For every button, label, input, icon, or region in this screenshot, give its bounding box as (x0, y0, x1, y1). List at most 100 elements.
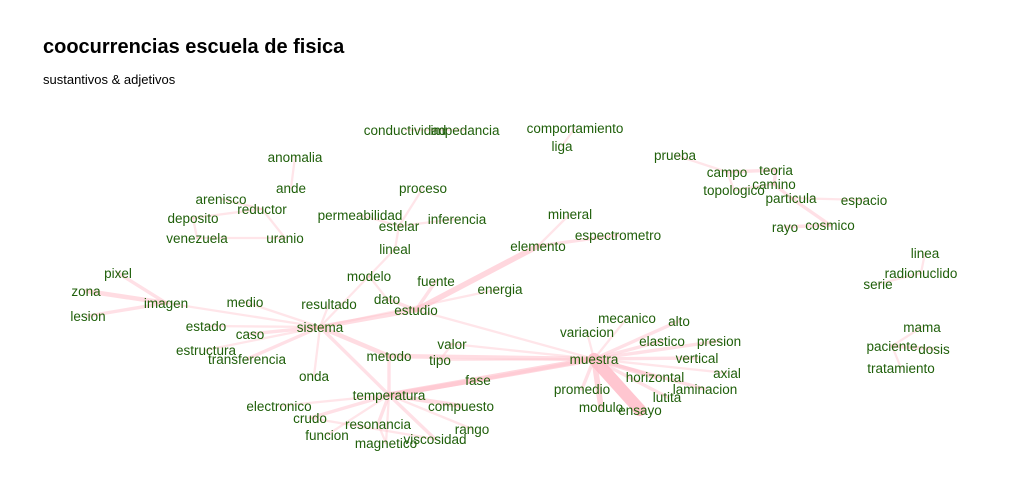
node-label-reductor: reductor (237, 202, 287, 217)
node-label-estructura: estructura (176, 343, 237, 358)
node-label-mama: mama (903, 320, 941, 335)
edge-temperatura-funcion (325, 393, 391, 437)
node-label-resonancia: resonancia (345, 417, 412, 432)
node-label-alto: alto (668, 314, 690, 329)
edge-valor-tipo (438, 342, 454, 362)
edge-particula-cosmico (789, 196, 832, 227)
node-label-estudio: estudio (394, 303, 438, 318)
node-label-pixel: pixel (104, 266, 132, 281)
node-label-permeabilidad: permeabilidad (318, 208, 403, 223)
edge-pixel-imagen (116, 271, 168, 305)
edge-prueba-campo (673, 153, 729, 174)
edge-sistema-estado (204, 324, 322, 329)
edge-muestra-alto (592, 319, 681, 361)
node-label-conductividad: conductividad (364, 123, 447, 138)
node-label-elemento: elemento (510, 239, 566, 254)
edge-temperatura-crudo (308, 393, 391, 420)
node-label-modulo: modulo (579, 400, 623, 415)
node-label-mineral: mineral (548, 207, 592, 222)
node-label-arenisco: arenisco (195, 192, 246, 207)
node-label-zona: zona (71, 284, 101, 299)
node-label-medio: medio (227, 295, 264, 310)
node-label-linea: linea (911, 246, 940, 261)
edge-arenisco-reductor (219, 197, 264, 211)
edge-temperatura-muestra (386, 356, 597, 398)
node-label-tipo: tipo (429, 353, 451, 368)
edge-paciente-dosis (890, 344, 936, 351)
edge-viscosidad-crudo (308, 416, 437, 441)
node-label-imagen: imagen (144, 296, 188, 311)
node-label-inferencia: inferencia (428, 212, 487, 227)
edge-particula-espacio (789, 196, 866, 202)
node-label-laminacion: laminacion (673, 382, 738, 397)
node-label-modelo: modelo (347, 269, 391, 284)
node-label-promedio: promedio (554, 382, 610, 397)
edge-camino-topologico (732, 182, 776, 192)
node-label-mecanico: mecanico (598, 311, 656, 326)
edge-linea-radionuclido (919, 251, 927, 275)
node-label-radionuclido: radionuclido (885, 266, 958, 281)
edge-sistema-onda (312, 325, 322, 378)
node-label-temperatura: temperatura (353, 388, 426, 403)
node-label-estado: estado (186, 319, 227, 334)
edge-inferencia-estelar (397, 217, 459, 228)
node-label-fase: fase (465, 373, 491, 388)
node-label-axial: axial (713, 366, 741, 381)
node-label-particula: particula (765, 191, 817, 206)
node-label-fuente: fuente (417, 274, 455, 289)
edge-radionuclido-serie (876, 271, 923, 286)
edge-paciente-tratamiento (890, 344, 903, 370)
node-label-funcion: funcion (305, 428, 349, 443)
node-label-estelar: estelar (379, 219, 420, 234)
edge-temperatura-viscosidad (387, 393, 437, 441)
node-label-liga: liga (551, 139, 573, 154)
edge-temperatura-rango (387, 393, 474, 431)
edge-muestra-laminacion (592, 357, 707, 391)
node-label-rayo: rayo (772, 220, 798, 235)
node-label-proceso: proceso (399, 181, 447, 196)
edge-elemento-espectrometro (536, 233, 620, 248)
edge-rayo-cosmico (783, 223, 832, 229)
node-label-dosis: dosis (918, 342, 950, 357)
node-label-caso: caso (236, 327, 265, 342)
edge-anomalia-ande (289, 155, 297, 190)
node-label-comportamiento: comportamiento (527, 121, 624, 136)
edge-muestra-horizontal (591, 356, 658, 380)
edge-proceso-estelar (397, 186, 425, 228)
node-label-electronico: electronico (246, 399, 311, 414)
edge-temperatura-resonancia (376, 393, 391, 426)
edge-muestra-modulo (591, 356, 604, 410)
node-label-horizontal: horizontal (626, 370, 685, 385)
node-label-crudo: crudo (293, 411, 327, 426)
node-label-viscosidad: viscosidad (403, 432, 466, 447)
edge-estelar-lineal (393, 224, 401, 251)
node-label-tratamiento: tratamiento (867, 361, 935, 376)
node-label-presion: presion (697, 334, 741, 349)
node-label-sistema: sistema (297, 320, 344, 335)
edge-muestra-elastico (592, 339, 664, 361)
edge-temperatura-compuesto (386, 392, 464, 409)
edge-muestra-promedio (580, 357, 596, 391)
node-label-cosmico: cosmico (805, 218, 855, 233)
node-label-onda: onda (299, 369, 330, 384)
edge-layer (83, 126, 936, 445)
node-label-espacio: espacio (841, 193, 888, 208)
node-label-valor: valor (437, 337, 467, 352)
node-label-elastico: elastico (639, 334, 685, 349)
node-label-anomalia: anomalia (268, 150, 323, 165)
node-label-espectrometro: espectrometro (575, 228, 661, 243)
edge-sistema-estudio (317, 307, 419, 330)
node-label-camino: camino (752, 177, 796, 192)
edge-muestra-presion (592, 339, 721, 361)
edge-lesion-imagen (86, 301, 168, 318)
edge-sistema-energia (318, 287, 502, 329)
edge-sistema-medio (243, 300, 322, 329)
chart-title: coocurrencias escuela de fisica (43, 36, 345, 58)
edge-sistema-transferencia (245, 325, 322, 361)
node-label-ensayo: ensayo (618, 403, 662, 418)
node-label-teoria: teoria (759, 163, 793, 178)
node-label-campo: campo (707, 165, 748, 180)
edge-mama-paciente (890, 325, 924, 348)
edge-sistema-metodo (317, 324, 392, 359)
